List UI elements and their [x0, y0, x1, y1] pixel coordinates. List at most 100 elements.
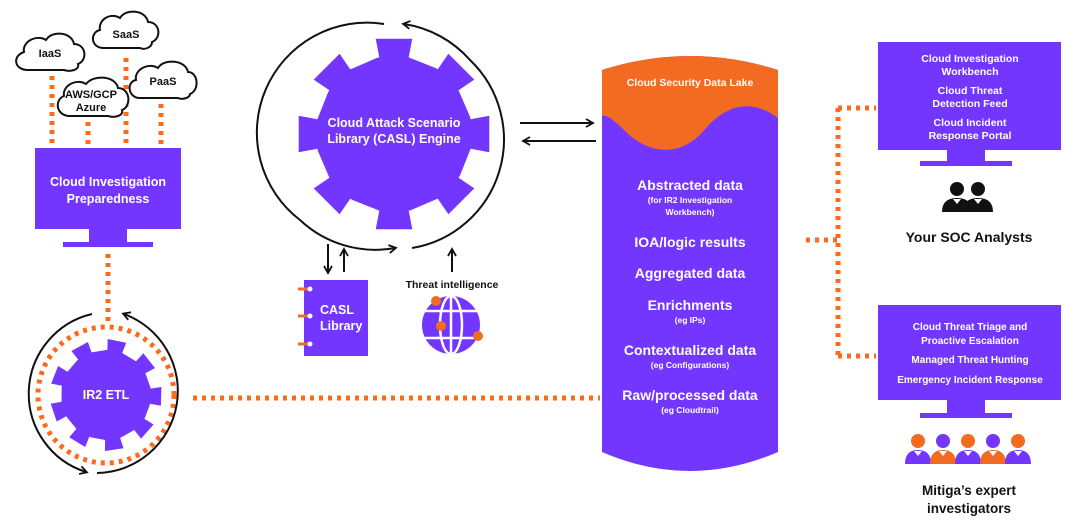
person-collar: [989, 451, 997, 456]
threat-intelligence-label: Threat intelligence: [406, 279, 499, 291]
cloud-sources: IaaS SaaS AWS/GCP Azure PaaS: [15, 10, 198, 146]
person-collar: [1014, 451, 1022, 456]
monitor-neck: [947, 150, 985, 161]
cloud-paas: PaaS: [128, 60, 198, 100]
datalake-right-connectors: [806, 105, 876, 359]
book-rings: [298, 287, 309, 346]
mitiga-monitor: Cloud Threat Triage and Proactive Escala…: [878, 305, 1061, 516]
casl-engine-title: Cloud Attack Scenario: [328, 116, 461, 130]
engine-cycle-arrow-bottom: [401, 20, 505, 249]
person-collar: [914, 451, 922, 456]
soc-service: Detection Feed: [932, 98, 1007, 110]
book-icon: [304, 280, 368, 356]
threat-intelligence: Threat intelligence: [406, 279, 499, 356]
monitor-screen: [878, 42, 1061, 150]
person-body: [955, 450, 981, 464]
layer-title: Raw/processed data: [622, 387, 758, 403]
layer-subtitle: (for IR2 Investigation: [648, 195, 733, 205]
monitor-base: [63, 242, 153, 247]
etl-cycle-arrow-left: [27, 313, 93, 475]
cloud-connectors: [49, 58, 164, 146]
cloud-icon: [92, 10, 160, 50]
layer-title: Abstracted data: [637, 177, 743, 193]
person-collar: [939, 451, 947, 456]
person-body: [1005, 450, 1031, 464]
globe-icon: [422, 294, 483, 356]
soc-service: Workbench: [942, 66, 999, 78]
person-body: [905, 450, 931, 464]
soc-service: Cloud Investigation: [921, 53, 1018, 65]
person-head: [986, 434, 1000, 448]
mitiga-service: Cloud Threat Triage and: [913, 322, 1027, 333]
data-layer-enrichments: Enrichments (eg IPs): [648, 297, 733, 325]
data-layer-abstracted: Abstracted data (for IR2 Investigation W…: [637, 177, 743, 217]
casl-library-arrows: [323, 244, 457, 275]
layer-subtitle: (eg Cloudtrail): [661, 405, 719, 415]
cloud-iaas: IaaS: [15, 32, 86, 72]
data-layer-aggregated: Aggregated data: [635, 265, 746, 281]
gear-icon: [50, 339, 162, 451]
soc-service: Cloud Threat: [938, 85, 1003, 97]
casl-engine-title: Library (CASL) Engine: [327, 132, 460, 146]
mitiga-service: Emergency Incident Response: [897, 375, 1043, 386]
monitor-neck: [89, 229, 127, 242]
cloud-security-data-lake: Cloud Security Data Lake Abstracted data…: [602, 56, 778, 471]
cloud-label: PaaS: [150, 76, 177, 88]
soc-caption: Your SOC Analysts: [906, 229, 1033, 245]
monitor-base: [920, 161, 1012, 166]
soc-monitor: Cloud Investigation Workbench Cloud Thre…: [878, 42, 1061, 245]
users-icon: [942, 182, 993, 212]
soc-service: Cloud Incident: [934, 117, 1007, 129]
cloud-saas: SaaS: [92, 10, 160, 50]
layer-subtitle: (eg Configurations): [651, 360, 730, 370]
soc-service: Response Portal: [929, 130, 1012, 142]
monitor-neck: [947, 400, 985, 413]
etl-cycle-arrow-right: [96, 311, 179, 474]
mitiga-service: Managed Threat Hunting: [911, 355, 1028, 366]
ir2-etl: IR2 ETL: [27, 311, 179, 475]
layer-subtitle: (eg IPs): [675, 315, 706, 325]
cloud-icon: [128, 60, 198, 100]
data-layer-raw: Raw/processed data (eg Cloudtrail): [622, 387, 758, 415]
data-lake-top: [602, 56, 778, 150]
preparedness-title: Preparedness: [67, 192, 150, 206]
data-layer-contextualized: Contextualized data (eg Configurations): [624, 342, 756, 370]
mitiga-caption: Mitiga’s expert: [922, 483, 1017, 498]
casl-engine: Cloud Attack Scenario Library (CASL) Eng…: [255, 20, 505, 254]
gear-icon: [298, 38, 490, 230]
layer-title: Contextualized data: [624, 342, 756, 358]
person-head: [936, 434, 950, 448]
cloud-label: Azure: [76, 102, 107, 114]
mitiga-service: Proactive Escalation: [921, 336, 1019, 347]
engine-datalake-arrows: [520, 118, 596, 146]
cloud-aws-gcp-azure: AWS/GCP Azure: [56, 76, 130, 118]
engine-cycle-arrow-top: [255, 21, 398, 254]
layer-title: Enrichments: [648, 297, 733, 313]
monitor-screen: [35, 148, 181, 229]
cloud-icon: [15, 32, 86, 72]
person-head: [961, 434, 975, 448]
preparedness-monitor: Cloud Investigation Preparedness: [35, 148, 181, 247]
investigators-icon: [905, 434, 1031, 464]
cloud-icon: [56, 76, 130, 118]
casl-library-title: Library: [320, 319, 362, 333]
mitiga-caption: investigators: [927, 501, 1011, 516]
monitor-screen: [878, 305, 1061, 400]
cloud-label: IaaS: [39, 48, 62, 60]
person-head: [911, 434, 925, 448]
preparedness-title: Cloud Investigation: [50, 175, 166, 189]
person-collar: [964, 451, 972, 456]
casl-library: CASL Library: [298, 280, 368, 356]
cloud-label: AWS/GCP: [65, 89, 117, 101]
layer-subtitle: Workbench): [666, 207, 715, 217]
person-body: [980, 450, 1006, 464]
casl-library-title: CASL: [320, 303, 354, 317]
cloud-label: SaaS: [113, 29, 140, 41]
data-lake-title: Cloud Security Data Lake: [627, 77, 754, 89]
etl-label: IR2 ETL: [83, 388, 130, 402]
monitor-base: [920, 413, 1012, 418]
person-head: [1011, 434, 1025, 448]
etl-dotted-ring: [35, 324, 177, 466]
person-body: [930, 450, 956, 464]
